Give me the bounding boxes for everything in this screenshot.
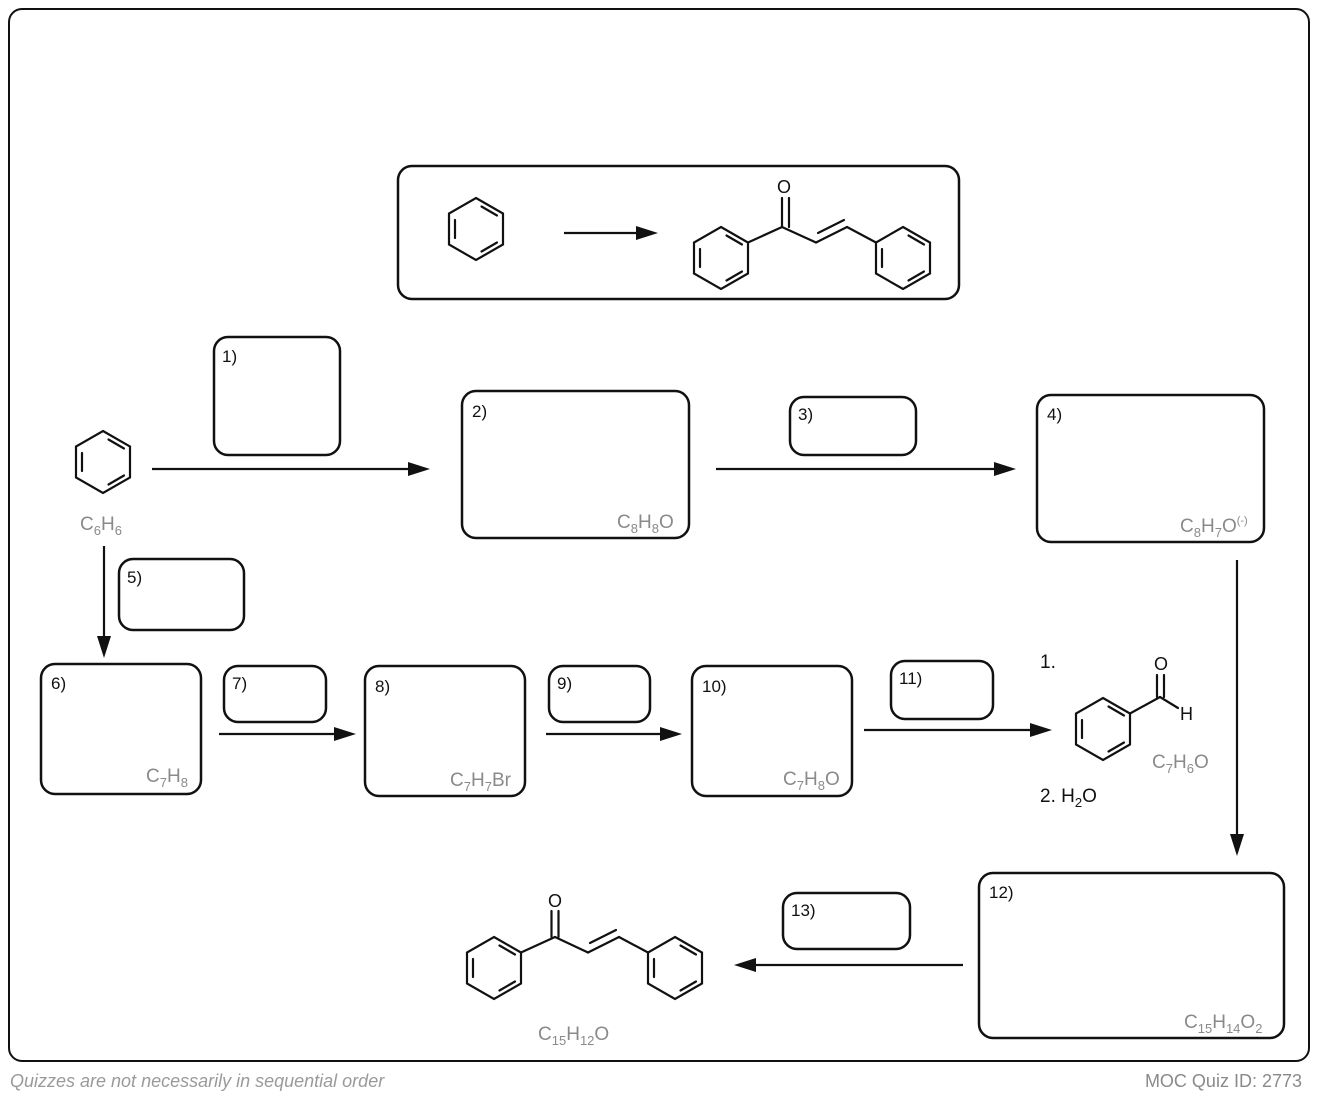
formula-product: C15H12O (538, 1024, 609, 1048)
step-label-9: 9) (557, 674, 572, 693)
answer-box-9[interactable] (547, 664, 652, 724)
answer-box-7[interactable] (222, 664, 328, 724)
reagent-step-1: 1. (1040, 652, 1056, 673)
formula-box-8: C7H7Br (450, 770, 512, 794)
step-label-11: 11) (899, 669, 922, 688)
step-label-13: 13) (791, 901, 816, 920)
step-label-2: 2) (472, 402, 487, 421)
answer-box-10[interactable] (690, 664, 854, 798)
answer-box-3[interactable] (788, 395, 918, 457)
answer-box-4[interactable] (1035, 393, 1266, 544)
step-label-7: 7) (232, 674, 247, 693)
product-oxygen: O (548, 891, 562, 911)
overview-benzene (447, 196, 505, 262)
answer-box-1[interactable] (212, 335, 342, 457)
step-label-5: 5) (127, 568, 142, 587)
step-label-8: 8) (375, 677, 390, 696)
arrow-12-to-product (734, 958, 963, 972)
answer-box-12[interactable] (977, 871, 1286, 1040)
step-label-6: 6) (51, 674, 66, 693)
answer-box-5[interactable] (117, 557, 246, 632)
formula-box-2: C8H8O (617, 512, 674, 536)
answer-box-11[interactable] (889, 659, 995, 721)
arrow-6-to-8 (219, 727, 356, 741)
step-label-1: 1) (222, 347, 237, 366)
reagent-step-2: 2. H2O (1040, 786, 1097, 810)
step-label-12: 12) (989, 883, 1014, 902)
answer-box-6[interactable] (39, 662, 203, 796)
answer-box-13[interactable] (781, 891, 912, 951)
step-label-3: 3) (798, 405, 813, 424)
formula-benzaldehyde: C7H6O (1152, 752, 1209, 776)
formula-benzene: C6H6 (80, 514, 122, 538)
start-benzene: C6H6 (74, 429, 132, 538)
sequence-disclaimer: Quizzes are not necessarily in sequentia… (10, 1071, 385, 1091)
overview-chalcone: O (692, 177, 932, 291)
formula-box-4: C8H7O(-) (1180, 515, 1248, 540)
product-chalcone: O C15H12O (465, 891, 704, 1048)
overview-oxygen: O (777, 177, 791, 197)
arrow-4-to-12 (1230, 560, 1244, 856)
arrow-1-to-2 (152, 462, 430, 476)
benzaldehyde-oxygen: O (1154, 654, 1168, 674)
formula-box-6: C7H8 (146, 766, 188, 790)
step-label-4: 4) (1047, 405, 1062, 424)
quiz-id: MOC Quiz ID: 2773 (1144, 1071, 1302, 1091)
arrow-8-to-10 (546, 727, 682, 741)
benzaldehyde-hydrogen: H (1180, 704, 1193, 724)
answer-box-8[interactable] (363, 664, 527, 798)
arrow-10-to-benzaldehyde (864, 723, 1052, 737)
step-label-10: 10) (702, 677, 727, 696)
arrow-2-to-4 (716, 462, 1016, 476)
overview-frame (396, 164, 961, 301)
overview-box: O (396, 164, 961, 301)
benzaldehyde-reagent: 1. O H C7H6O 2. H2O (1040, 652, 1209, 810)
answer-box-2[interactable] (460, 389, 691, 540)
formula-box-10: C7H8O (783, 769, 840, 793)
formula-box-12: C15H14O2 (1184, 1012, 1262, 1036)
arrow-benzene-to-6 (97, 546, 111, 658)
quiz-frame (8, 8, 1310, 1062)
overview-arrow (564, 226, 658, 240)
